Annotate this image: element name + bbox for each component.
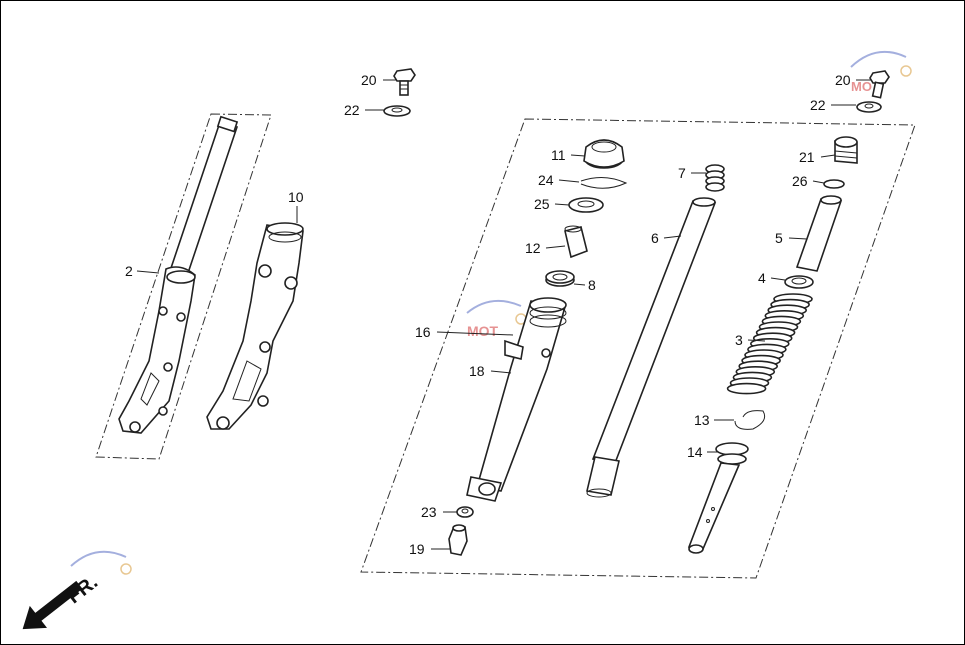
circlip-13	[734, 410, 766, 430]
callout-13: 13	[694, 412, 710, 428]
callout-21: 21	[799, 149, 815, 165]
damper-rod-14	[687, 442, 749, 554]
inner-tube-16	[466, 297, 567, 502]
cap-bolt-21	[834, 136, 858, 164]
dust-seal-11	[583, 139, 625, 169]
washer-23	[456, 506, 474, 518]
washer-22-right	[856, 101, 882, 113]
callout-10: 10	[288, 189, 304, 205]
callout-14: 14	[687, 444, 703, 460]
callout-19: 19	[409, 541, 425, 557]
callout-2: 2	[125, 263, 133, 279]
fork-spring-3	[726, 293, 813, 395]
fork-tube-group-outline	[95, 113, 272, 460]
callout-26: 26	[792, 173, 808, 189]
washer-22-left	[383, 105, 411, 117]
front-label: FR.	[63, 571, 102, 608]
o-ring-26	[823, 179, 845, 189]
spring-coil	[726, 382, 767, 395]
fork-internals-group-outline	[360, 118, 916, 579]
callout-22-right: 22	[810, 97, 826, 113]
callout-8: 8	[588, 277, 596, 293]
callout-20-right: 20	[835, 72, 851, 88]
callout-11: 11	[551, 147, 566, 163]
callout-22-left: 22	[344, 102, 360, 118]
front-arrow-icon	[22, 580, 83, 630]
callout-24: 24	[538, 172, 554, 188]
damper-tube-6	[586, 197, 717, 498]
oil-lock-piece-12	[564, 225, 588, 259]
spring-7	[705, 164, 725, 192]
bolt-20-right	[869, 70, 890, 99]
svg-text:MOT: MOT	[467, 323, 499, 339]
bolt-20-left	[393, 68, 416, 96]
callout-6: 6	[651, 230, 659, 246]
callout-25: 25	[534, 196, 550, 212]
stopper-ring-24	[580, 177, 628, 189]
spacer-5	[795, 195, 843, 272]
fork-assembly-2	[118, 115, 239, 434]
fork-slider-10	[206, 222, 304, 430]
callout-5: 5	[775, 230, 783, 246]
callout-18: 18	[469, 363, 485, 379]
callout-20-left: 20	[361, 72, 377, 88]
spring-seat-4	[784, 275, 814, 289]
watermark-logo-bottom-left	[70, 550, 132, 575]
callout-7: 7	[678, 165, 686, 181]
callout-12: 12	[525, 240, 541, 256]
callout-4: 4	[758, 270, 766, 286]
callout-23: 23	[421, 504, 437, 520]
callout-16: 16	[415, 324, 431, 340]
callout-3: 3	[735, 332, 743, 348]
oil-seal-25	[568, 197, 604, 213]
bolt-19	[448, 524, 468, 556]
bushing-8	[545, 270, 575, 287]
